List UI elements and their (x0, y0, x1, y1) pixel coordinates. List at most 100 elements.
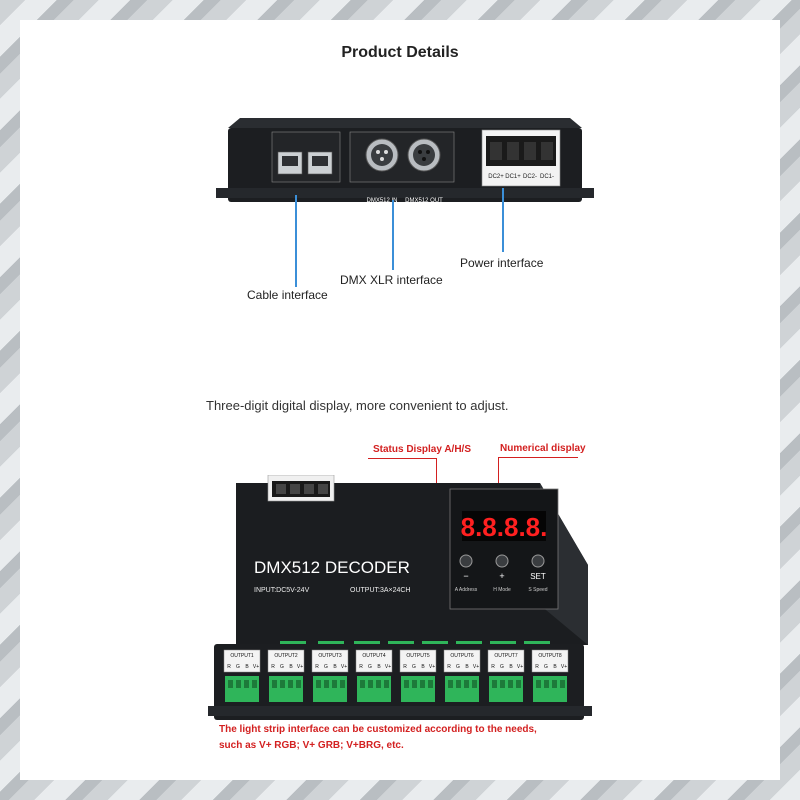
channel-letter: R (535, 664, 539, 670)
channel-letter: R (359, 664, 363, 670)
terminal-screw-slot (560, 680, 565, 688)
channel-letter: R (227, 664, 231, 670)
terminal-screw-slot (272, 680, 277, 688)
minus-button[interactable] (459, 554, 473, 568)
numerical-callout-vertical (498, 457, 499, 502)
terminal-screw-slot (552, 680, 557, 688)
output-label-box (311, 649, 349, 673)
terminal-screw-slot (448, 680, 453, 688)
output-label-box (443, 649, 481, 673)
channel-letter: B (509, 664, 513, 670)
channel-letter: B (377, 664, 381, 670)
channel-letter: R (491, 664, 495, 670)
output-label-box (267, 649, 305, 673)
channel-letter: R (447, 664, 451, 670)
channel-letter: G (368, 664, 372, 670)
channel-letter: R (271, 664, 275, 670)
cable-callout-line (295, 195, 297, 287)
dc2-plus-label: DC2+ (488, 174, 504, 180)
output-label-box (487, 649, 525, 673)
output-name-label: OUTPUT3 (318, 653, 342, 659)
channel-letter: V+ (297, 664, 303, 670)
dmx-xlr-interface-label: DMX XLR interface (340, 273, 443, 287)
channel-letter: G (280, 664, 284, 670)
terminal-screw-slot (428, 680, 433, 688)
terminal-screw-slot (288, 680, 293, 688)
terminal-screw-slot (516, 680, 521, 688)
terminal-screw-slot (316, 680, 321, 688)
terminal-screw-slot (360, 680, 365, 688)
terminal-screw-slot (456, 680, 461, 688)
dmx-out-label: DMX512 OUT (405, 198, 443, 204)
channel-letter: G (412, 664, 416, 670)
output-label-box (355, 649, 393, 673)
channel-letter: G (500, 664, 504, 670)
terminal-screw-slot (296, 680, 301, 688)
status-display-annotation: Status Display A/H/S (373, 444, 471, 455)
terminal-screw-slot (500, 680, 505, 688)
terminal-screw-slot (236, 680, 241, 688)
channel-letter: R (315, 664, 319, 670)
output-name-label: OUTPUT4 (362, 653, 386, 659)
terminal-screw-slot (472, 680, 477, 688)
output-label-box (531, 649, 569, 673)
minus-symbol: − (463, 571, 468, 581)
channel-letter: B (333, 664, 337, 670)
power-interface-label: Power interface (460, 256, 544, 270)
status-callout-vertical (436, 458, 437, 502)
xlr-callout-line (392, 200, 394, 270)
channel-letter: B (245, 664, 249, 670)
channel-letter: G (236, 664, 240, 670)
footnote-line-2: such as V+ RGB; V+ GRB; V+BRG, etc. (219, 740, 404, 751)
terminal-screw-slot (404, 680, 409, 688)
terminal-screw-slot (420, 680, 425, 688)
green-terminal-block (313, 676, 347, 702)
green-terminal-block (489, 676, 523, 702)
channel-letter: B (553, 664, 557, 670)
green-terminal-block (533, 676, 567, 702)
terminal-screw-slot (280, 680, 285, 688)
terminal-screw-slot (536, 680, 541, 688)
channel-letter: G (544, 664, 548, 670)
set-symbol: SET (530, 572, 546, 581)
device-name: DMX512 DECODER (254, 558, 410, 577)
display-description: Three-digit digital display, more conven… (206, 398, 509, 413)
product-sheet: Product Details DMX512 IN DMX512 OUT DC2… (20, 20, 780, 780)
set-button[interactable] (531, 554, 545, 568)
channel-letter: V+ (253, 664, 259, 670)
terminal-screw-slot (324, 680, 329, 688)
output-name-label: OUTPUT5 (406, 653, 430, 659)
terminal-screw-slot (384, 680, 389, 688)
display-housing (449, 488, 559, 610)
plus-button[interactable] (495, 554, 509, 568)
channel-letter: B (421, 664, 425, 670)
terminal-screw-slot (368, 680, 373, 688)
dc1-minus-label: DC1- (540, 174, 554, 180)
power-callout-line (502, 188, 504, 252)
minus-caption: A Address (455, 587, 478, 593)
terminal-screw-slot (508, 680, 513, 688)
decoder-front-panel: 8.8.8.8. − + SET A Address H Mode S Spee… (236, 475, 588, 650)
status-callout-horizontal (368, 458, 436, 459)
output-name-label: OUTPUT1 (230, 653, 254, 659)
numerical-callout-horizontal (498, 457, 578, 458)
green-terminal-block (269, 676, 303, 702)
green-terminal-block (445, 676, 479, 702)
terminal-screw-slot (252, 680, 257, 688)
led-digits: 8.8.8.8. (461, 512, 548, 542)
channel-letter: V+ (473, 664, 479, 670)
output-name-label: OUTPUT7 (494, 653, 518, 659)
channel-letter: V+ (385, 664, 391, 670)
footnote-line-1: The light strip interface can be customi… (219, 724, 537, 735)
output-name-label: OUTPUT8 (538, 653, 562, 659)
output-spec: OUTPUT:3A×24CH (350, 587, 411, 594)
output-label-box (223, 649, 261, 673)
channel-letter: B (465, 664, 469, 670)
terminal-screw-slot (332, 680, 337, 688)
terminal-screw-slot (244, 680, 249, 688)
